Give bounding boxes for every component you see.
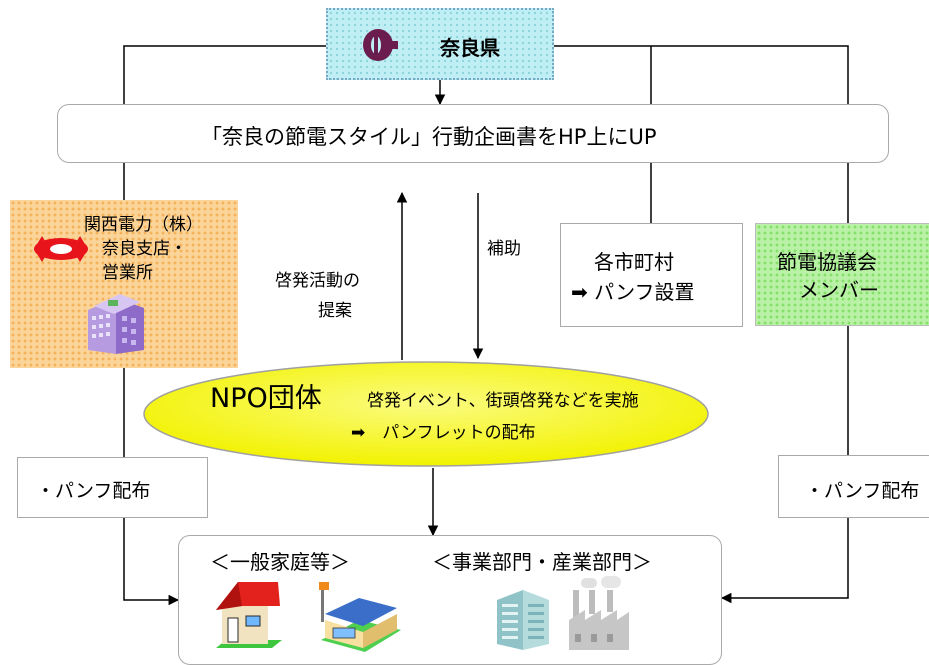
kansai-label-line1: 関西電力（株） [84,215,203,235]
factory-icon [569,576,629,650]
council-node: 節電協議会 メンバー [755,223,929,326]
right-frame-line [554,45,849,104]
proposal-label-line2: 提案 [318,301,352,321]
household-label: ＜一般家庭等＞ [210,550,350,574]
targets-node: ＜一般家庭等＞ ＜事業部門・産業部門＞ [178,535,722,665]
subsidy-label: 補助 [487,239,521,259]
kansai-label-line2: 奈良支店・ [102,239,187,259]
npo-ellipse [143,361,709,467]
pamphlet-left-node: ・パンフ配布 [17,457,208,518]
kansai-label-line3: 営業所 [102,263,153,283]
house-icon [216,582,282,648]
shop-icon [319,582,401,652]
npo-activity: 啓発イベント、街頭啓発などを実施 [367,391,639,411]
nara-emblem-icon [363,29,398,61]
prefecture-node: 奈良県 [326,8,554,80]
pamphlet-left-label: ・パンフ配布 [36,480,151,502]
npo-name: NPO団体 [210,383,322,414]
pamphlet-right-node: ・パンフ配布 [778,455,929,518]
kansai-logo-icon [34,236,88,262]
municipalities-label-line2: ➡ パンフ設置 [571,280,695,304]
council-label-line2: メンバー [799,278,879,302]
pamphlet-right-label: ・パンフ配布 [805,480,920,502]
office-building-icon [88,294,144,354]
kansai-electric-node: 関西電力（株） 奈良支店・ 営業所 [10,200,238,368]
upload-node: 「奈良の節電スタイル」行動企画書をHP上にUP [57,104,889,163]
business-label: ＜事業部門・産業部門＞ [432,550,652,574]
left-to-targets-arrow [123,518,180,606]
municipalities-label-line1: 各市町村 [594,250,674,274]
prefecture-label: 奈良県 [440,36,500,60]
left-frame-line [123,45,326,113]
proposal-label-line1: 啓発活動の [275,271,360,291]
upload-label: 「奈良の節電スタイル」行動企画書をHP上にUP [201,125,657,149]
npo-pamphlet: ➡ パンフレットの配布 [351,423,536,443]
council-label-line1: 節電協議会 [777,250,877,274]
office-tower-icon [497,590,549,650]
municipalities-node: 各市町村 ➡ パンフ設置 [560,223,743,327]
right-to-targets-arrow [720,518,849,604]
